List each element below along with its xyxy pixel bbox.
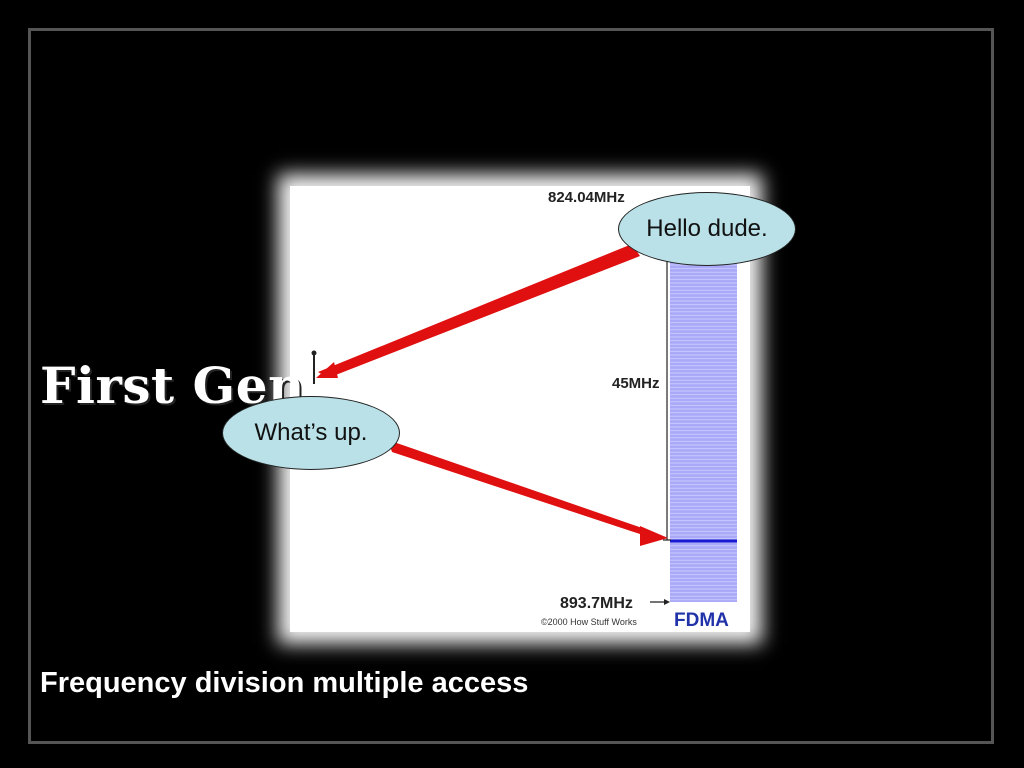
slide-subtitle: Frequency division multiple access bbox=[40, 667, 529, 699]
bottom-frequency-label: 893.7MHz bbox=[560, 595, 633, 612]
speech-bubble-whats-up: What’s up. bbox=[222, 396, 400, 470]
arrow-uplink bbox=[388, 440, 648, 536]
fdma-label: FDMA bbox=[674, 610, 729, 631]
speech-bubble-whats-up-text: What’s up. bbox=[254, 419, 368, 446]
bandwidth-label: 45MHz bbox=[612, 375, 660, 392]
top-frequency-label: 824.04MHz bbox=[548, 189, 625, 206]
speech-bubble-hello: Hello dude. bbox=[618, 192, 796, 266]
arrow-uplink-head bbox=[640, 526, 668, 546]
arrow-downlink-head bbox=[316, 362, 338, 378]
credit-label: ©2000 How Stuff Works bbox=[541, 617, 637, 627]
antenna-tip bbox=[311, 350, 317, 356]
channel-band bbox=[670, 262, 737, 602]
speech-bubble-hello-text: Hello dude. bbox=[646, 215, 768, 242]
bottom-freq-arrowhead bbox=[664, 599, 670, 605]
channel-lines bbox=[670, 264, 737, 601]
arrow-downlink bbox=[318, 244, 640, 378]
slide-frame bbox=[28, 28, 994, 744]
